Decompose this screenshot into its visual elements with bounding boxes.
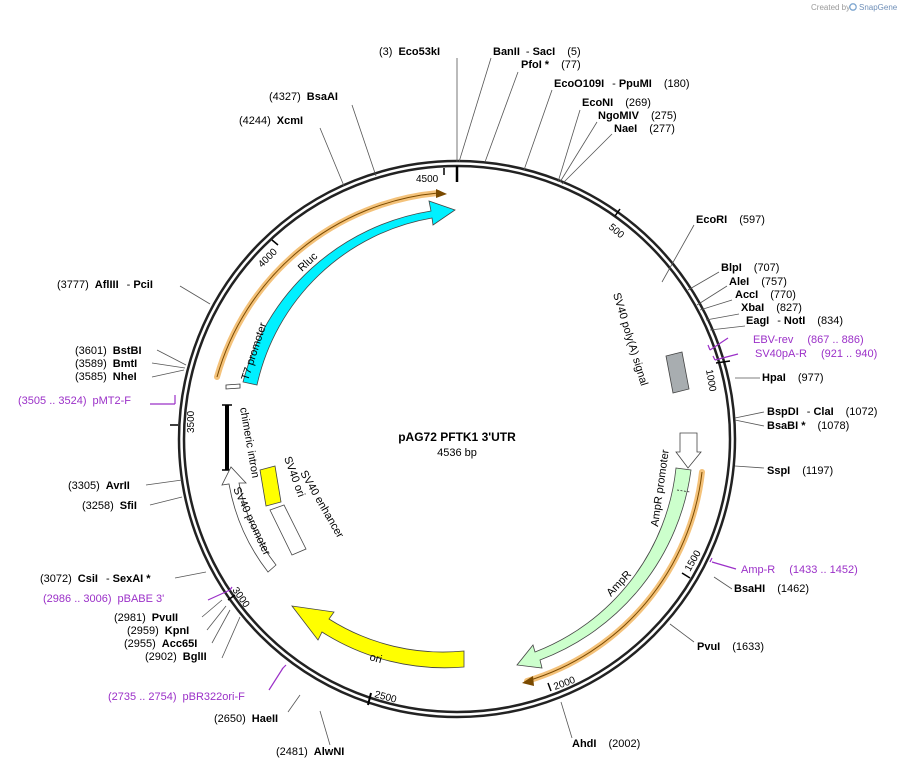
- plasmid-name: pAG72 PFTK1 3'UTR: [398, 430, 516, 444]
- ampr-promoter-feature: [675, 432, 702, 469]
- site-label-pvui: PvuI(1633): [697, 641, 764, 653]
- ampr-feature: [516, 467, 692, 669]
- tick-label-1000: 1000: [703, 369, 718, 393]
- site-label-eco53ki: (3)Eco53kI: [379, 46, 440, 58]
- ampr-orange-line: [526, 471, 703, 682]
- site-label-eagi-noti: EagI-NotI(834): [746, 315, 843, 327]
- site-label-xcmi: (4244)XcmI: [239, 115, 303, 127]
- site-label-hpai: HpaI(977): [762, 372, 824, 384]
- site-label-bsaai: (4327)BsaAI: [269, 91, 338, 103]
- site-label-ahdi: AhdI(2002): [572, 738, 640, 750]
- tick-marks: [170, 166, 731, 706]
- primer-label-pbabe-3: (2986 .. 3006)pBABE 3': [43, 593, 164, 605]
- sv40-polya-label: SV40 poly(A) signal: [610, 291, 650, 387]
- sv40-enhancer-feature: [269, 504, 307, 556]
- tick-label-4500: 4500: [416, 174, 439, 185]
- sv40-enhancer-label: SV40 enhancer: [297, 469, 345, 541]
- site-label-haeii: (2650)HaeII: [214, 713, 278, 725]
- site-label-kpni: (2959)KpnI: [127, 625, 189, 637]
- site-label-econi: EcoNI(269): [582, 97, 651, 109]
- site-label-bsahi: BsaHI(1462): [734, 583, 809, 595]
- primer-label-ebv-rev: EBV-rev(867 .. 886): [753, 334, 864, 346]
- primer-marks: [150, 337, 739, 691]
- primer-label-amp-r: Amp-R(1433 .. 1452): [741, 564, 858, 576]
- site-label-ecoo109i-ppumi: EcoO109I-PpuMI(180): [554, 78, 690, 90]
- rluc-orange-arrowhead: [436, 189, 447, 198]
- sv40-ori-feature: [259, 465, 282, 507]
- ampr-orange-arrowhead: [522, 676, 534, 686]
- site-label-bsabi: BsaBI*(1078): [767, 420, 849, 432]
- site-label-bspdi-clai: BspDI-ClaI(1072): [767, 406, 877, 418]
- tick-label-3500: 3500: [186, 410, 197, 433]
- tick-label-500: 500: [606, 222, 626, 241]
- site-label-ngomiv: NgoMIV(275): [598, 110, 677, 122]
- site-label-blpi: BlpI(707): [721, 262, 779, 274]
- t7-promoter-feature: [225, 383, 241, 390]
- site-label-csii-sexai: (3072)CsiI-SexAI*: [40, 573, 151, 585]
- snapgene-logo-icon: [849, 3, 857, 11]
- primer-label-pbr322ori-f: (2735 .. 2754)pBR322ori-F: [108, 691, 245, 703]
- site-label-pvuii: (2981)PvuII: [114, 612, 178, 624]
- sv40-polya-feature: [665, 351, 690, 394]
- ori-feature: [291, 605, 465, 669]
- site-label-sspi: SspI(1197): [767, 465, 833, 477]
- site-label-acci: AccI(770): [735, 289, 796, 301]
- site-leader-lines: [145, 57, 765, 746]
- site-label-bglii: (2902)BglII: [145, 651, 207, 663]
- primer-label-sv40pa-r: SV40pA-R(921 .. 940): [755, 348, 877, 360]
- credit-brand: SnapGene: [859, 3, 898, 12]
- ori-label: ori: [368, 651, 383, 666]
- chimeric-intron-label: chimeric intron: [237, 406, 261, 479]
- site-label-sfii: (3258)SfiI: [82, 500, 137, 512]
- site-label-naei: NaeI(277): [614, 123, 675, 135]
- site-label-afliii-pcii: (3777)AflIII-PciI: [57, 279, 153, 291]
- site-label-bstbi: (3601)BstBI: [75, 345, 142, 357]
- site-label-banii-saci: BanII-SacI(5): [493, 46, 581, 58]
- rluc-feature: [242, 200, 456, 386]
- site-label-alwni: (2481)AlwNI: [276, 746, 344, 758]
- site-label-nhei: (3585)NheI: [75, 371, 137, 383]
- site-label-alei: AleI(757): [729, 276, 787, 288]
- site-label-bmti: (3589)BmtI: [75, 358, 137, 370]
- site-label-acc65i: (2955)Acc65I: [124, 638, 197, 650]
- tick-label-3000: 3000: [230, 585, 252, 610]
- primer-label-pmt2-f: (3505 .. 3524)pMT2-F: [18, 395, 131, 407]
- site-label-xbai: XbaI(827): [741, 302, 802, 314]
- rluc-orange-line: [216, 192, 439, 378]
- sv40-promoter-feature: [221, 466, 277, 573]
- site-label-ecori: EcoRI(597): [696, 214, 765, 226]
- credit-text: Created by: [811, 3, 850, 12]
- site-label-avrii: (3305)AvrII: [68, 480, 130, 492]
- site-label-pfoi: PfoI*(77): [521, 59, 581, 71]
- plasmid-size: 4536 bp: [437, 447, 477, 459]
